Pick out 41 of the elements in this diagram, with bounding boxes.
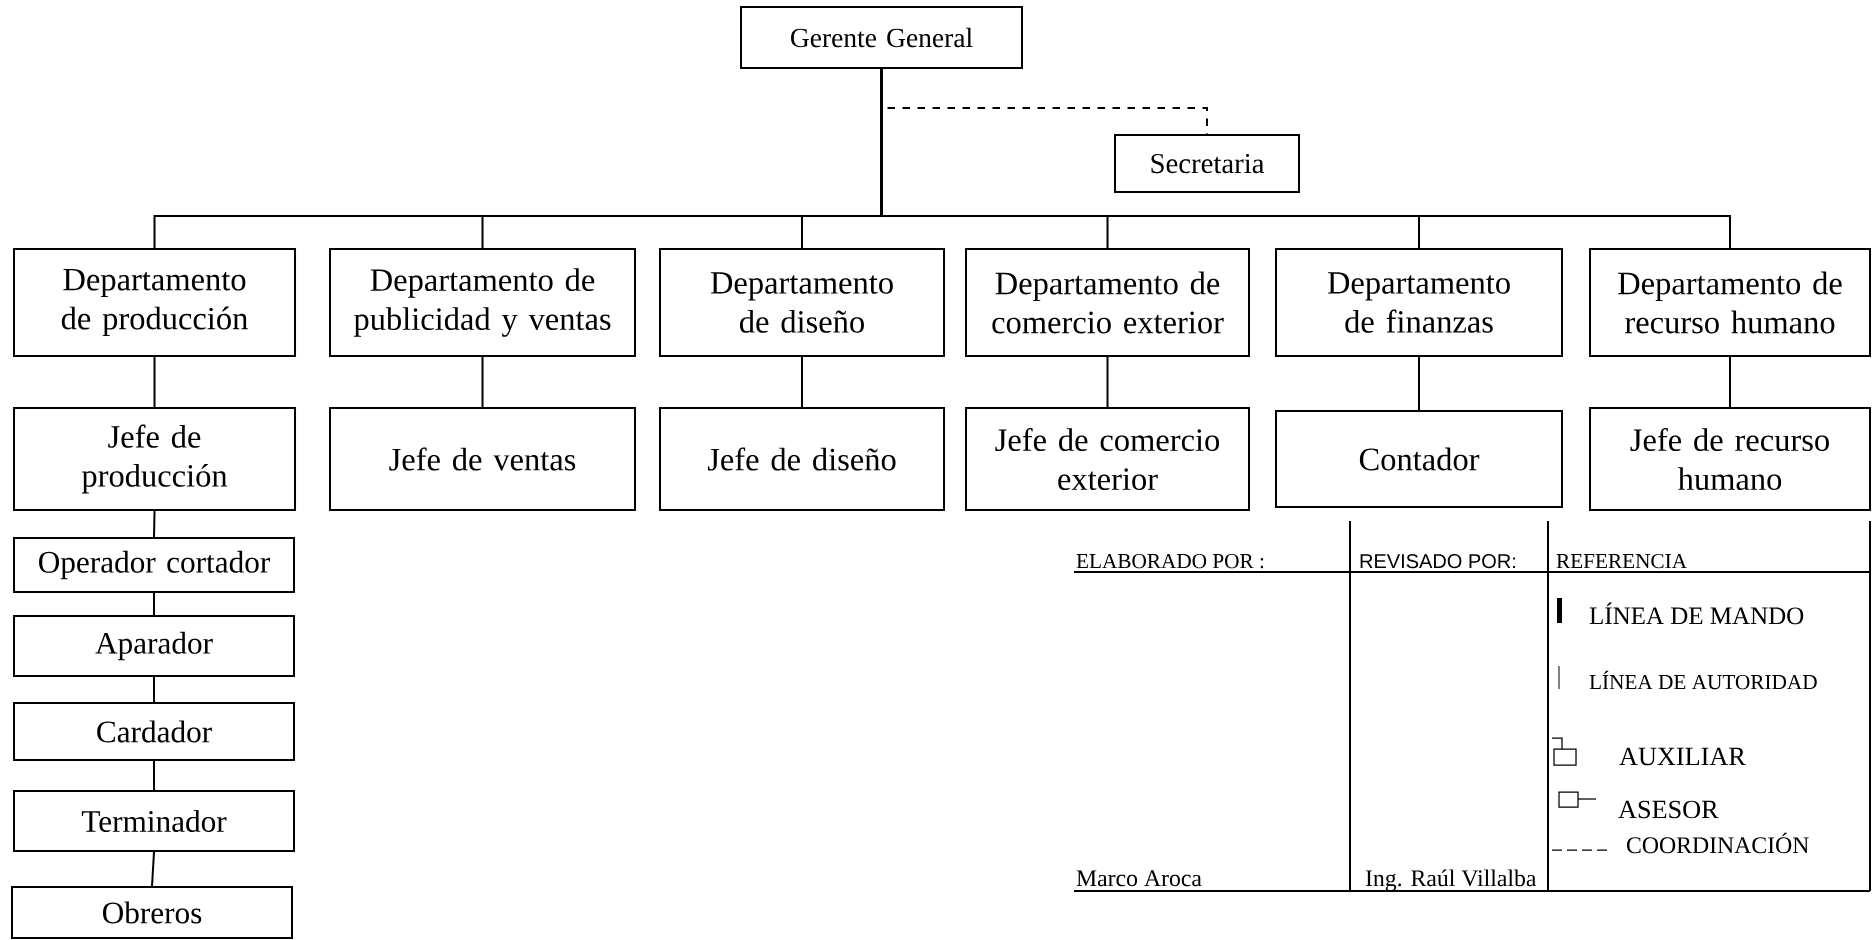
legend-label: ASESOR <box>1618 800 1719 819</box>
org-box: Obreros <box>11 886 293 939</box>
org-box: Operador cortador <box>13 537 295 593</box>
org-box: Departamento de finanzas <box>1275 248 1563 357</box>
legend-label: LÍNEA DE MANDO <box>1589 602 1804 625</box>
connector-line <box>880 68 1731 249</box>
org-box: Departamento de diseño <box>659 248 945 357</box>
org-box: Departamento de recurso humano <box>1589 248 1871 357</box>
legend-label: COORDINACIÓN <box>1627 832 1809 854</box>
table-label: ELABORADO POR : <box>1076 553 1264 569</box>
org-box: Jefe de diseño <box>659 407 945 511</box>
table-label: Ing. Raúl Villalba <box>1365 869 1537 892</box>
org-box: Contador <box>1275 410 1563 508</box>
org-box: Jefe de comercio exterior <box>965 407 1250 511</box>
legend-label: AUXILIAR <box>1619 747 1746 766</box>
connector-line <box>1418 356 1420 411</box>
connector-line <box>153 676 155 703</box>
connector-line <box>151 851 155 887</box>
table-label: REFERENCIA <box>1556 553 1687 569</box>
org-box: Cardador <box>13 702 295 761</box>
table-label: REVISADO POR: <box>1360 554 1515 569</box>
org-box: Jefe de producción <box>13 407 296 511</box>
org-box: Jefe de recurso humano <box>1589 407 1871 511</box>
org-box: Terminador <box>13 790 295 852</box>
org-box: Departamento de publicidad y ventas <box>329 248 636 357</box>
org-box: Departamento de producción <box>13 248 296 357</box>
connector-line <box>153 760 155 791</box>
connector-line <box>481 356 484 408</box>
connector-line <box>1106 356 1109 408</box>
org-box: Secretaria <box>1114 134 1300 193</box>
connector-line <box>1729 356 1731 408</box>
legend-label: LÍNEA DE AUTORIDAD <box>1589 670 1817 690</box>
table-label: Marco Aroca <box>1076 870 1202 887</box>
connector-line <box>153 510 156 538</box>
connector-line <box>153 356 156 408</box>
org-box: Aparador <box>13 615 295 677</box>
org-box: Departamento de comercio exterior <box>965 248 1250 357</box>
connector-line <box>153 592 155 616</box>
org-box: Jefe de ventas <box>329 407 636 511</box>
connector-line <box>801 356 803 408</box>
org-box: Gerente General <box>740 6 1023 69</box>
